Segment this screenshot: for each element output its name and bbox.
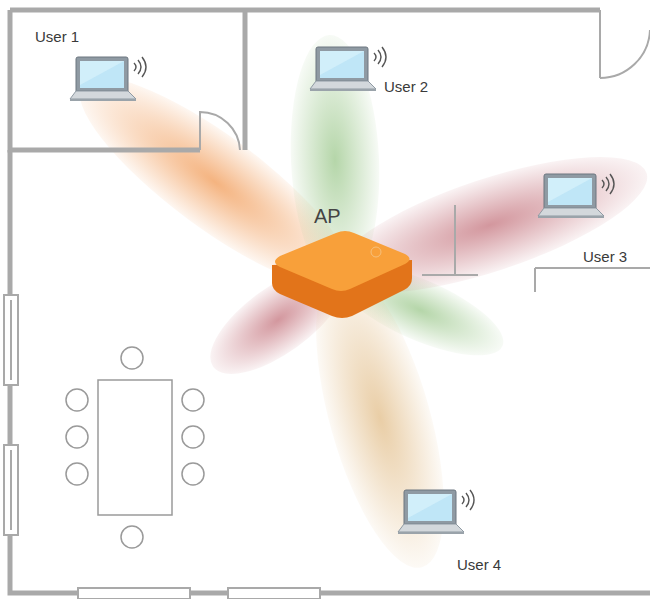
meeting-table: [66, 347, 204, 548]
user-label: User 4: [457, 556, 501, 574]
access-point: [272, 231, 412, 318]
user-label: User 2: [384, 78, 428, 96]
windows: [4, 295, 320, 599]
walls: [10, 10, 650, 593]
doors-partitions: [200, 10, 650, 292]
laptop: [538, 174, 614, 218]
laptop: [70, 57, 146, 101]
laptop: [310, 47, 386, 91]
signal-beams: [55, 33, 650, 581]
user-label: User 1: [35, 28, 79, 46]
laptop: [398, 490, 474, 534]
user-label: User 3: [583, 248, 627, 266]
device-label: AP: [314, 204, 341, 228]
